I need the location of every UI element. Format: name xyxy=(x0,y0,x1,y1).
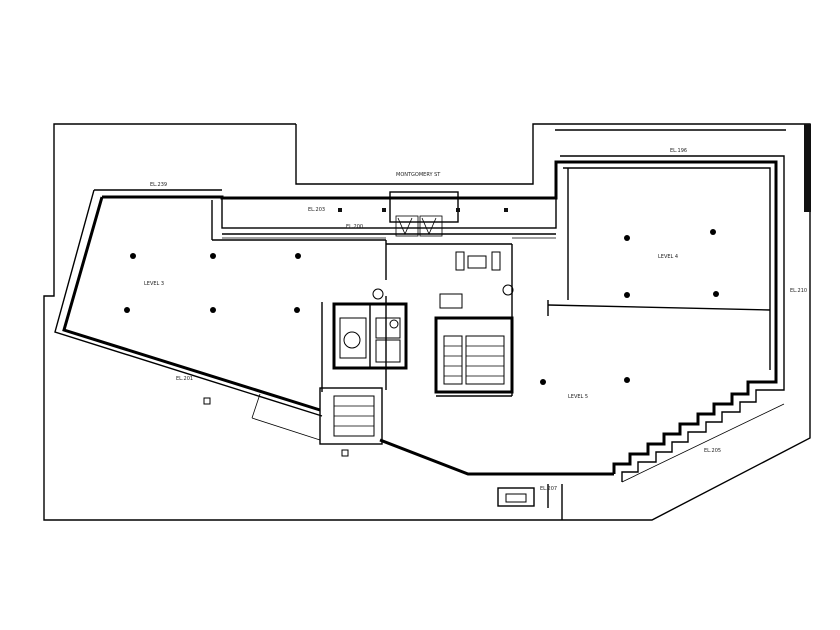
entrance-label: MONTGOMERY ST xyxy=(396,172,441,178)
annotation-bottom-right: EL.205 xyxy=(704,448,721,454)
annotation-right-side: EL.210 xyxy=(790,288,807,294)
room-label-left: LEVEL 3 xyxy=(144,281,164,287)
stepped-terrace xyxy=(612,370,785,483)
room-left xyxy=(124,200,387,392)
annotation-corridor: EL.203 xyxy=(308,207,325,213)
core-restrooms xyxy=(319,302,408,445)
corridor xyxy=(221,191,557,239)
ceiling-markers-left xyxy=(124,253,301,313)
annotation-right-top-wall: EL.196 xyxy=(670,148,687,154)
building-outline xyxy=(54,129,786,476)
room-right xyxy=(540,168,771,385)
annotation-corridor-small: EL.200 xyxy=(346,224,363,230)
annotation-left-wall-bottom: EL.201 xyxy=(176,376,193,382)
annotation-bottom-center: EL.207 xyxy=(540,486,557,492)
core-stair xyxy=(434,293,514,397)
room-label-right-bottom: LEVEL 5 xyxy=(568,394,588,400)
plan-labels: MONTGOMERY ST LEVEL 3 LEVEL 4 LEVEL 5 EL… xyxy=(144,148,807,492)
site-boundary xyxy=(43,123,811,521)
misc-details xyxy=(203,393,563,520)
ceiling-markers-right xyxy=(540,229,719,385)
room-label-right-top: LEVEL 4 xyxy=(658,254,678,260)
annotation-top-left-wall: EL.239 xyxy=(150,182,167,188)
lobby xyxy=(372,243,514,396)
